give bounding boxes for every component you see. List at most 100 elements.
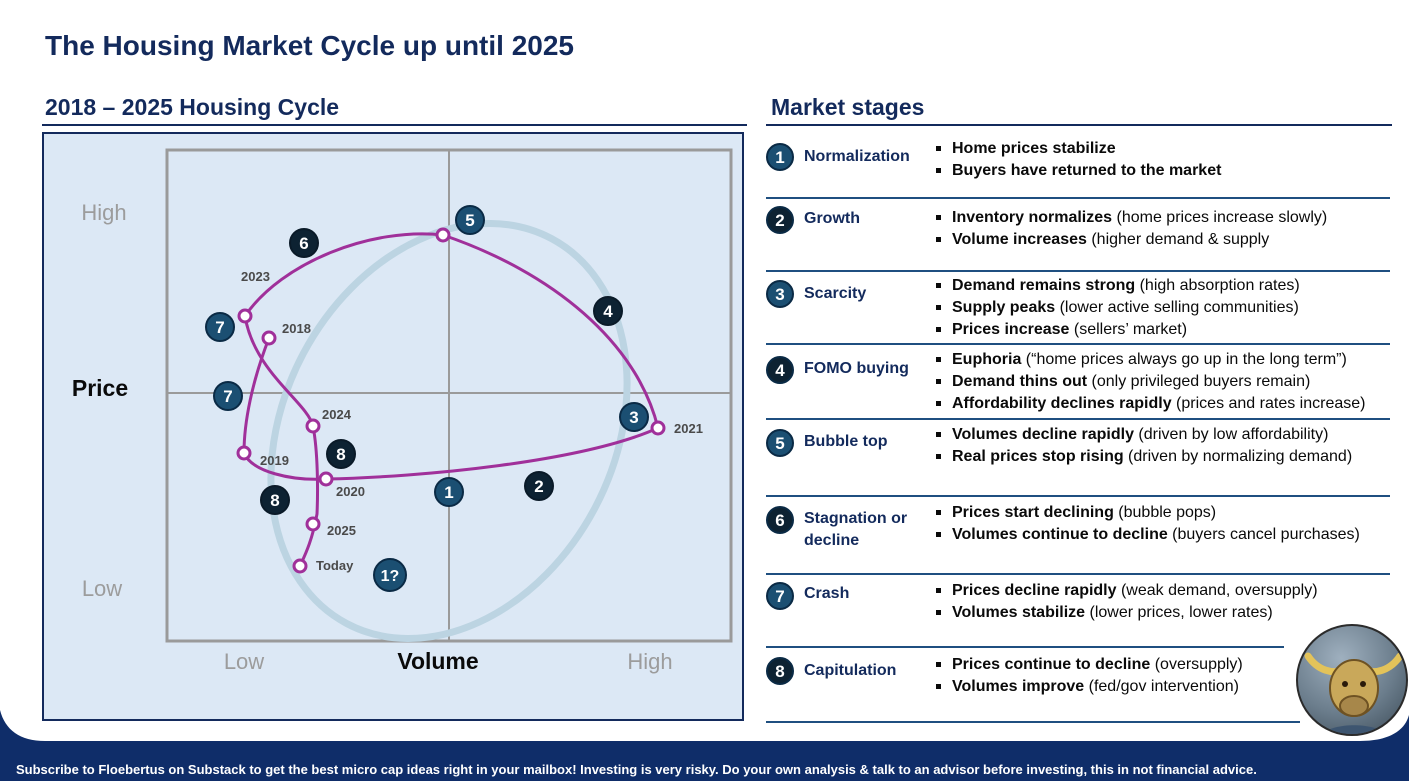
year-label-2020: 2020	[336, 484, 365, 499]
bullet: Home prices stabilize	[934, 138, 1394, 160]
stage-bullets: Prices decline rapidly (weak demand, ove…	[934, 580, 1394, 624]
stage-name: Scarcity	[804, 285, 867, 302]
stage-number-badge: 2	[766, 206, 794, 234]
stage-marker-4: 4	[593, 296, 623, 326]
page-title: The Housing Market Cycle up until 2025	[45, 30, 575, 61]
housing-cycle-diagram: High Low Price Low Volume High 2018 2019…	[72, 148, 733, 674]
bullet: Demand thins out (only privileged buyers…	[934, 371, 1394, 393]
bullet: Affordability declines rapidly (prices a…	[934, 393, 1394, 415]
stage-name: FOMO buying	[804, 360, 909, 377]
bullet: Buyers have returned to the market	[934, 160, 1394, 182]
cycle-path	[242, 232, 660, 567]
point-2019	[236, 445, 252, 461]
bull-icon	[1304, 652, 1404, 734]
year-label-2019: 2019	[260, 453, 289, 468]
svg-text:8: 8	[270, 491, 279, 510]
svg-text:8: 8	[336, 445, 345, 464]
svg-text:7: 7	[215, 318, 224, 337]
stage-marker-6: 6	[289, 228, 319, 258]
stage-bullets: Euphoria (“home prices always go up in t…	[934, 349, 1394, 415]
footer-disclaimer: Subscribe to Floebertus on Substack to g…	[16, 762, 1257, 777]
stage-marker-1-question: 1?	[373, 558, 407, 592]
stages-section-rule	[766, 124, 1392, 126]
year-label-2018: 2018	[282, 321, 311, 336]
stage-number-badge: 3	[766, 280, 794, 308]
point-2020	[318, 471, 334, 487]
stage-name: Normalization	[804, 148, 910, 165]
stage-name: Stagnation or decline	[804, 510, 908, 549]
point-2024	[305, 418, 321, 434]
stages-section-title: Market stages	[771, 94, 925, 120]
chart-section-rule	[42, 124, 747, 126]
point-today	[292, 558, 308, 574]
stage-bullets: Volumes decline rapidly (driven by low a…	[934, 424, 1394, 468]
bullet: Prices increase (sellers’ market)	[934, 319, 1394, 341]
point-2025	[305, 516, 321, 532]
bullet: Prices continue to decline (oversupply)	[934, 654, 1394, 676]
stage-name: Capitulation	[804, 662, 897, 679]
stage-separator	[766, 495, 1390, 497]
stage-marker-2: 2	[524, 471, 554, 501]
stage-bullets: Inventory normalizes (home prices increa…	[934, 207, 1394, 251]
year-label-2024: 2024	[322, 407, 352, 422]
bullet: Volumes stabilize (lower prices, lower r…	[934, 602, 1394, 624]
stage-marker-8-lower: 8	[260, 485, 290, 515]
stage-number-badge: 4	[766, 356, 794, 384]
year-label-today: Today	[316, 558, 354, 573]
svg-text:2: 2	[534, 477, 543, 496]
bullet: Demand remains strong (high absorption r…	[934, 275, 1394, 297]
cycle-ellipse	[267, 220, 631, 642]
x-tick-low: Low	[224, 649, 264, 674]
point-2023	[237, 308, 253, 324]
bullet: Inventory normalizes (home prices increa…	[934, 207, 1394, 229]
stage-number-badge: 5	[766, 429, 794, 457]
bullet: Volumes improve (fed/gov intervention)	[934, 676, 1394, 698]
year-label-2025: 2025	[327, 523, 356, 538]
stage-separator	[766, 418, 1390, 420]
stage-marker-1: 1	[434, 477, 464, 507]
stage-marker-8-upper: 8	[326, 439, 356, 469]
stage-bullets: Prices start declining (bubble pops) Vol…	[934, 502, 1394, 546]
svg-text:7: 7	[223, 387, 232, 406]
year-label-2023: 2023	[241, 269, 270, 284]
bullet: Prices decline rapidly (weak demand, ove…	[934, 580, 1394, 602]
stage-separator	[766, 197, 1390, 199]
stage-bullets: Demand remains strong (high absorption r…	[934, 275, 1394, 341]
svg-text:1?: 1?	[381, 568, 400, 585]
point-2018	[261, 330, 277, 346]
stage-name: Growth	[804, 210, 860, 227]
stage-marker-7-upper: 7	[205, 312, 235, 342]
point-2021	[650, 420, 666, 436]
stage-separator	[766, 343, 1390, 345]
svg-text:1: 1	[444, 483, 453, 502]
bullet: Supply peaks (lower active selling commu…	[934, 297, 1394, 319]
stage-marker-7-lower: 7	[213, 381, 243, 411]
bullet: Volumes decline rapidly (driven by low a…	[934, 424, 1394, 446]
stage-marker-3: 3	[619, 402, 649, 432]
stage-separator	[766, 270, 1390, 272]
stage-marker-5: 5	[455, 205, 485, 235]
stage-separator	[766, 646, 1284, 648]
bull-illustration	[1296, 624, 1408, 736]
year-label-2021: 2021	[674, 421, 703, 436]
bullet: Prices start declining (bubble pops)	[934, 502, 1394, 524]
point-2022	[435, 227, 451, 243]
footer-wave	[0, 710, 1409, 781]
stage-separator	[766, 721, 1300, 723]
svg-text:5: 5	[465, 211, 474, 230]
stage-bullets: Home prices stabilize Buyers have return…	[934, 138, 1394, 182]
chart-section-title: 2018 – 2025 Housing Cycle	[45, 94, 340, 120]
bullet: Euphoria (“home prices always go up in t…	[934, 349, 1394, 371]
stage-number-badge: 1	[766, 143, 794, 171]
stage-name: Bubble top	[804, 433, 888, 450]
stage-separator	[766, 573, 1390, 575]
stage-number-badge: 7	[766, 582, 794, 610]
bullet: Volume increases (higher demand & supply	[934, 229, 1394, 251]
stage-number-badge: 8	[766, 657, 794, 685]
svg-text:3: 3	[629, 408, 638, 427]
stage-number-badge: 6	[766, 506, 794, 534]
y-tick-high: High	[81, 200, 126, 225]
svg-text:4: 4	[603, 302, 613, 321]
bullet: Real prices stop rising (driven by norma…	[934, 446, 1394, 468]
y-tick-low: Low	[82, 576, 122, 601]
